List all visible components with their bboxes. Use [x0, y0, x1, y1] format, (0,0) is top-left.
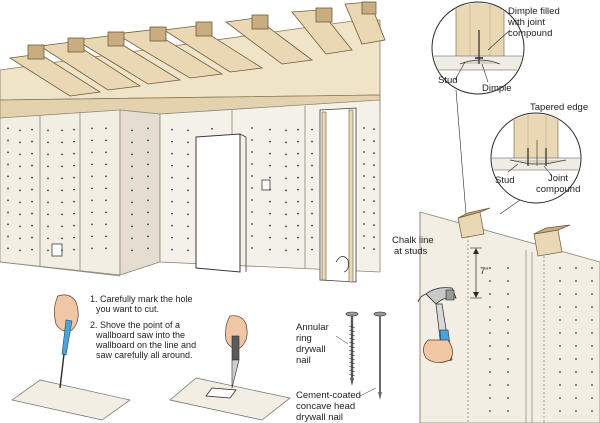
label-chalk-2: at studs	[394, 246, 428, 257]
stud-tops	[457, 207, 571, 257]
marking-hand	[54, 294, 79, 389]
joist-beams	[8, 1, 386, 97]
label-dimple-filled-1: Dimple filled	[508, 6, 560, 17]
label-chalk-1: Chalk line	[392, 235, 434, 246]
ceiling-joists	[0, 1, 386, 119]
step2-line2: wallboard saw into the	[95, 330, 185, 340]
label-spacing: 7"	[480, 266, 489, 277]
label-dimple: Dimple	[482, 83, 512, 94]
right-wall-nail-pattern	[489, 267, 593, 412]
drywall-nails	[335, 311, 387, 400]
label-joint-2: compound	[536, 184, 580, 195]
tapered-edge-detail	[455, 89, 582, 215]
dimple-detail	[431, 1, 525, 95]
label-joint-1: Joint	[548, 173, 568, 184]
hammer-wall-scene	[417, 207, 600, 423]
label-annular-3: drywall	[296, 344, 326, 355]
labels: Dimple filled with joint compound Stud D…	[90, 6, 588, 423]
label-dimple-filled-2: with joint	[507, 17, 545, 28]
walls	[0, 99, 381, 283]
label-annular-2: ring	[296, 333, 312, 344]
cement-coated-nail	[373, 311, 387, 400]
label-stud-top: Stud	[438, 75, 458, 86]
label-stud-mid: Stud	[495, 175, 515, 186]
step2-line1: 2. Shove the point of a	[90, 320, 180, 330]
joist-ends	[27, 1, 377, 60]
label-dimple-filled-3: compound	[508, 28, 552, 39]
step2-line3: wallboard on the line and	[95, 340, 196, 350]
label-annular-4: nail	[296, 355, 311, 366]
step2-line4: saw carefully all around.	[96, 350, 193, 360]
annular-ring-nail	[345, 311, 359, 386]
step1-line2: you want to cut.	[96, 304, 159, 314]
label-tapered-edge: Tapered edge	[530, 102, 588, 113]
step1-line1: 1. Carefully mark the hole	[90, 294, 193, 304]
label-annular-1: Annular	[296, 322, 329, 333]
wall-nail-pattern	[7, 127, 375, 252]
label-cement-2: concave head	[296, 401, 355, 412]
cutting-steps	[11, 294, 291, 421]
label-cement-3: drywall nail	[296, 412, 343, 423]
sawing-hand	[225, 315, 248, 389]
label-cement-1: Cement-coated	[296, 390, 361, 401]
hammer-illustration	[417, 287, 457, 363]
